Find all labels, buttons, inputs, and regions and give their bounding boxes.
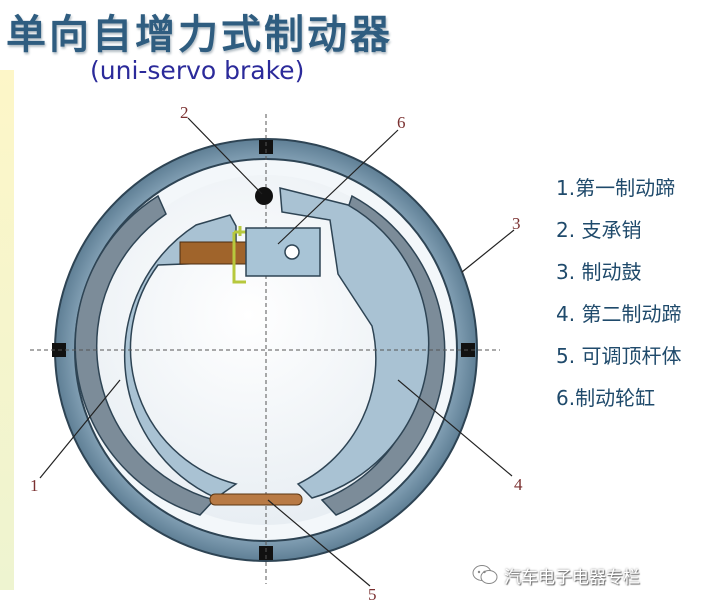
legend-item: 4. 第二制动蹄 xyxy=(556,302,682,326)
watermark-text: 汽车电子电器专栏 xyxy=(504,567,640,588)
leader-line-2 xyxy=(187,117,263,195)
callout-label-5: 5 xyxy=(368,585,377,604)
leader-line-5 xyxy=(267,499,371,587)
callout-label-3: 3 xyxy=(512,214,521,233)
wechat-icon xyxy=(472,565,498,584)
background-strip xyxy=(0,70,14,590)
second-brake-shoe xyxy=(279,187,430,499)
leader-line-1 xyxy=(39,379,121,479)
legend-item: 6.制动轮缸 xyxy=(556,386,656,410)
page-subtitle: (uni-servo brake) xyxy=(90,56,305,85)
first-shoe-lining xyxy=(74,194,216,516)
first-brake-shoe xyxy=(123,214,238,499)
parts-legend: 1.第一制动蹄 2. 支承销 3. 制动鼓 4. 第二制动蹄 5. 可调顶杆体 … xyxy=(556,172,681,424)
legend-item: 5. 可调顶杆体 xyxy=(556,344,682,368)
watermark: 汽车电子电器专栏 xyxy=(472,562,640,588)
callout-label-1: 1 xyxy=(30,476,39,495)
cylinder-piston-rod xyxy=(179,241,247,265)
leader-line-6 xyxy=(277,129,399,245)
callout-label-4: 4 xyxy=(514,475,523,494)
adjustable-push-rod xyxy=(209,493,303,506)
spring-clip xyxy=(232,226,246,284)
callout-label-2: 2 xyxy=(180,103,189,122)
page-title: 单向自增力式制动器 xyxy=(6,12,393,58)
drum-notch-top xyxy=(259,140,273,154)
legend-item: 2. 支承销 xyxy=(556,218,642,242)
leader-line-4 xyxy=(397,379,513,477)
legend-item: 3. 制动鼓 xyxy=(556,260,642,284)
leader-line-3 xyxy=(461,229,515,273)
legend-item: 1.第一制动蹄 xyxy=(556,176,676,200)
wheel-cylinder xyxy=(245,227,321,277)
drum-notch-bottom xyxy=(259,546,273,560)
cylinder-bleed-hole xyxy=(284,244,300,260)
callout-label-6: 6 xyxy=(397,113,406,132)
drum-notch-right xyxy=(461,343,475,357)
